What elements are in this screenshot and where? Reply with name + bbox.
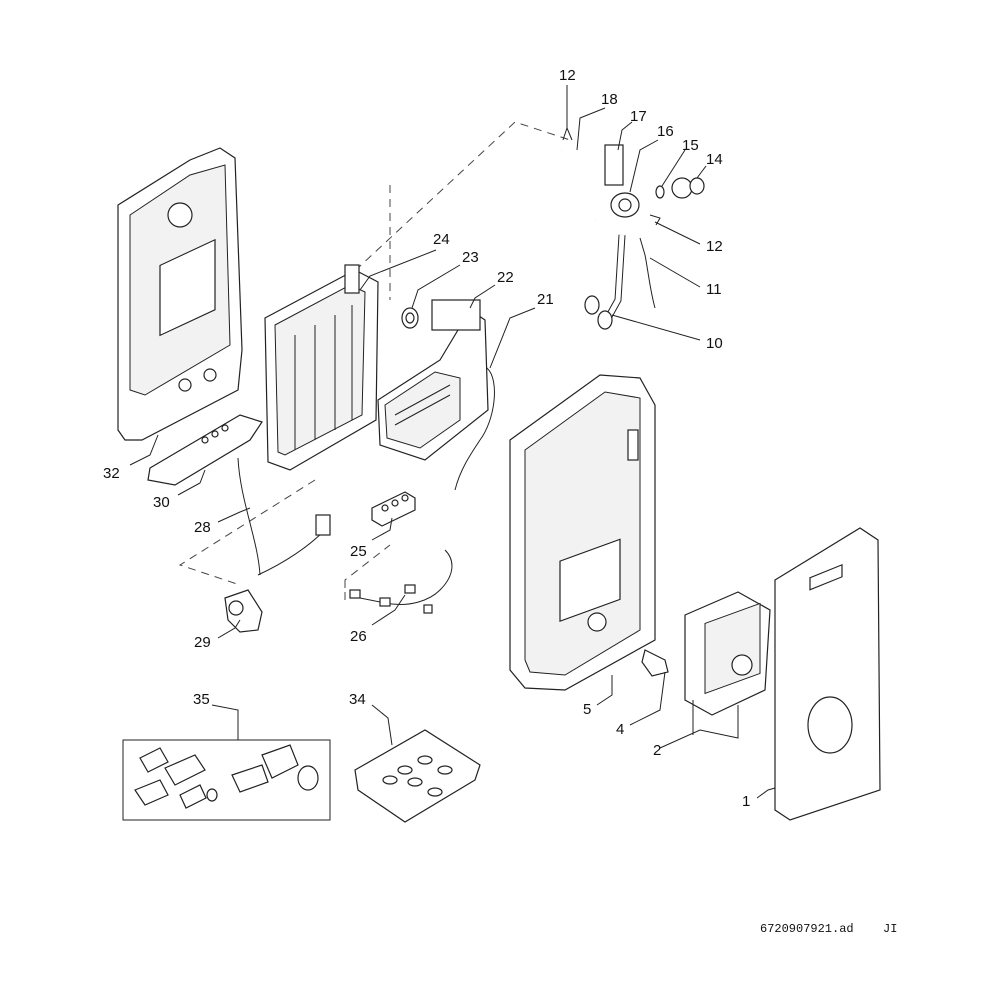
part-1-front-cover xyxy=(774,527,881,821)
part-2-control-board xyxy=(684,591,771,716)
part-32-back-frame xyxy=(117,147,243,441)
label-29: 29 xyxy=(194,634,211,651)
label-23: 23 xyxy=(462,249,479,266)
label-30: 30 xyxy=(153,494,170,511)
part-28-hose xyxy=(237,457,331,576)
part-5-housing xyxy=(509,374,656,691)
label-5: 5 xyxy=(583,701,591,718)
part-15-seal xyxy=(655,185,665,199)
part-21-cable xyxy=(454,367,495,491)
label-15: 15 xyxy=(682,137,699,154)
label-14: 14 xyxy=(706,151,723,168)
leader-lines xyxy=(129,85,776,799)
part-16-valve xyxy=(610,192,640,218)
part-26-sensor-cable xyxy=(349,549,453,614)
label-17: 17 xyxy=(630,108,647,125)
label-2: 2 xyxy=(653,742,661,759)
part-30-bracket xyxy=(147,414,263,486)
part-35-fitting-kit xyxy=(122,739,331,821)
part-29-outlet-fitting xyxy=(224,589,263,633)
part-10-inlet-pipe xyxy=(584,234,626,330)
part-14-connector xyxy=(671,177,705,199)
label-12-bottom: 12 xyxy=(706,238,723,255)
part-17-bracket xyxy=(604,144,624,186)
label-24: 24 xyxy=(433,231,450,248)
part-34-seal-bag xyxy=(354,729,481,823)
drawing-id: 6720907921.ad xyxy=(760,922,854,936)
drawing-initials: JI xyxy=(883,922,897,936)
part-24-heating-frame xyxy=(264,264,379,471)
label-1: 1 xyxy=(742,793,750,810)
label-32: 32 xyxy=(103,465,120,482)
label-34: 34 xyxy=(349,691,366,708)
part-11-sensor xyxy=(639,237,656,309)
part-18-pipe xyxy=(561,146,596,223)
label-25: 25 xyxy=(350,543,367,560)
label-12-top: 12 xyxy=(559,67,576,84)
part-23-connector xyxy=(401,307,419,329)
label-26: 26 xyxy=(350,628,367,645)
label-11: 11 xyxy=(706,281,722,298)
label-18: 18 xyxy=(601,91,618,108)
label-16: 16 xyxy=(657,123,674,140)
assembly-guide-lines xyxy=(178,121,571,600)
part-25-terminal-block xyxy=(371,491,416,527)
callout-labels: 1 2 4 5 10 11 12 12 14 15 16 17 18 21 22… xyxy=(103,67,750,810)
part-22-electronics-module xyxy=(377,299,489,461)
part-4-screw xyxy=(641,649,669,677)
label-35: 35 xyxy=(193,691,210,708)
label-4: 4 xyxy=(616,721,624,738)
label-21: 21 xyxy=(537,291,554,308)
label-10: 10 xyxy=(706,335,723,352)
label-22: 22 xyxy=(497,269,514,286)
label-28: 28 xyxy=(194,519,211,536)
